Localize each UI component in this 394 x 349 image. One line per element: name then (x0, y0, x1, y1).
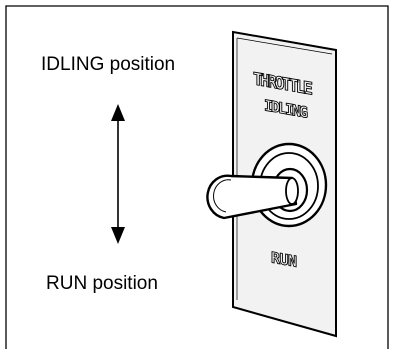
double-headed-vertical-arrow-icon (111, 104, 125, 244)
plate-text-run: RUN (271, 249, 297, 271)
toggle-switch-icon (206, 142, 328, 228)
idling-position-label: IDLING position (41, 54, 176, 75)
run-position-label: RUN position (46, 273, 158, 294)
diagram-frame (5, 5, 389, 349)
